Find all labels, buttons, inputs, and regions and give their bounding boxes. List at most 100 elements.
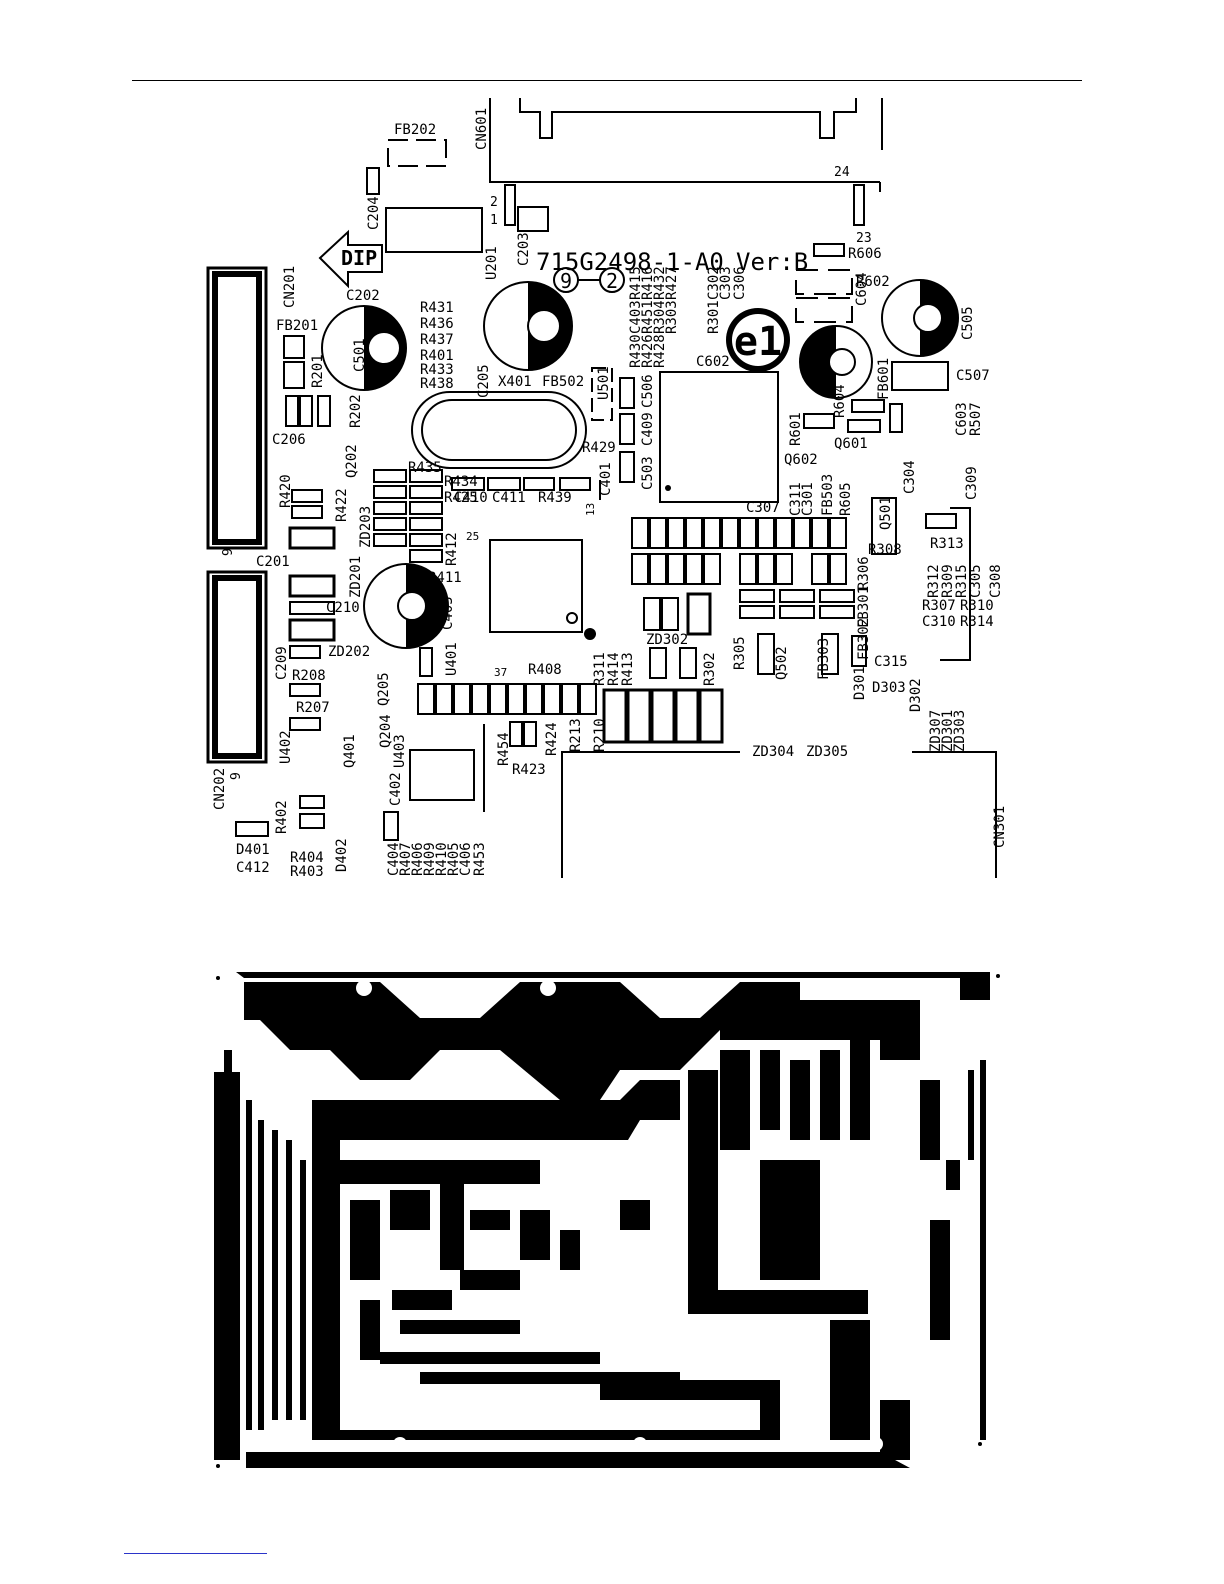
ref-label-r401: R401 bbox=[420, 348, 454, 364]
pin-9-upper: 9 bbox=[221, 548, 236, 556]
ref-label-r406: R406 bbox=[410, 842, 426, 876]
cn201-outline bbox=[206, 266, 268, 550]
ref-label-r411: R411 bbox=[428, 570, 462, 586]
svg-text:e1: e1 bbox=[734, 319, 782, 365]
ref-label-c206: C206 bbox=[272, 432, 306, 448]
cn202-outline bbox=[206, 570, 268, 764]
ref-label-c203: C203 bbox=[516, 232, 532, 266]
cn202-label: CN202 bbox=[212, 768, 228, 810]
ref-label-r605: R605 bbox=[838, 482, 854, 516]
ref-label-r606: R606 bbox=[848, 246, 882, 262]
ref-label-fb503: FB503 bbox=[820, 474, 836, 516]
cn201-label: CN201 bbox=[282, 266, 298, 308]
ref-label-c410: C410 bbox=[454, 490, 488, 506]
ref-label-c411: C411 bbox=[492, 490, 526, 506]
ref-label-r414: R414 bbox=[606, 652, 622, 686]
ref-label-c308: C308 bbox=[988, 564, 1004, 598]
ref-label-r311: R311 bbox=[592, 652, 608, 686]
ref-label-fb302: FB302 bbox=[856, 618, 872, 660]
cn601-label: CN601 bbox=[474, 108, 490, 150]
reference-labels: FB202 C202 FB201 C206 C201 C210 R411 ZD2… bbox=[236, 122, 994, 880]
ref-label-q401: Q401 bbox=[342, 734, 358, 768]
header-rule bbox=[132, 80, 1082, 81]
ref-label-r412: R412 bbox=[444, 532, 460, 566]
ref-label-r437: R437 bbox=[420, 332, 454, 348]
ref-label-zd304: ZD304 bbox=[752, 744, 794, 760]
ref-label-u402: U402 bbox=[278, 730, 294, 764]
ref-label-r301: R301 bbox=[706, 300, 722, 334]
ref-label-r306: R306 bbox=[856, 556, 872, 590]
ref-label-r454: R454 bbox=[496, 732, 512, 766]
ref-label-c404: C404 bbox=[386, 842, 402, 876]
ref-label-c202: C202 bbox=[346, 288, 380, 304]
ref-label-r439: R439 bbox=[538, 490, 572, 506]
ref-label-c401: C401 bbox=[598, 462, 614, 496]
ref-label-r451: R451 bbox=[640, 300, 656, 334]
pin-1: 1 bbox=[490, 213, 498, 228]
ref-label-d301: D301 bbox=[852, 666, 868, 700]
ref-label-r601: R601 bbox=[788, 412, 804, 446]
e1-mark: e1 bbox=[726, 308, 790, 372]
ref-label-r415: R415 bbox=[628, 266, 644, 300]
ref-label-r309: R309 bbox=[940, 564, 956, 598]
svg-text:9: 9 bbox=[560, 269, 572, 293]
ref-label-fb502: FB502 bbox=[542, 374, 584, 390]
ref-label-c205: C205 bbox=[476, 364, 492, 398]
ref-label-fb202: FB202 bbox=[394, 122, 436, 138]
ref-label-r302: R302 bbox=[702, 652, 718, 686]
ref-label-r407: R407 bbox=[398, 842, 414, 876]
ref-label-r426: R426 bbox=[640, 334, 656, 368]
ref-label-r410: R410 bbox=[434, 842, 450, 876]
ref-label-r602: R602 bbox=[856, 274, 890, 290]
ref-label-r431: R431 bbox=[420, 300, 454, 316]
ref-label-c412: C412 bbox=[236, 860, 270, 876]
ref-label-r308: R308 bbox=[868, 542, 902, 558]
ref-label-c507: C507 bbox=[956, 368, 990, 384]
ref-label-r604: R604 bbox=[832, 384, 848, 418]
ref-label-c201: C201 bbox=[256, 554, 290, 570]
svg-text:2: 2 bbox=[606, 269, 618, 293]
ref-label-c209: C209 bbox=[274, 646, 290, 680]
ref-label-zd301: ZD301 bbox=[940, 710, 956, 752]
ref-label-c304: C304 bbox=[902, 460, 918, 494]
ref-label-zd203: ZD203 bbox=[358, 506, 374, 548]
ref-label-r427: R427 bbox=[664, 266, 680, 300]
ref-label-r405: R405 bbox=[446, 842, 462, 876]
ref-label-r429: R429 bbox=[582, 440, 616, 456]
ref-label-r432: R432 bbox=[652, 266, 668, 300]
ref-label-c503: C503 bbox=[640, 456, 656, 490]
ref-label-r314: R314 bbox=[960, 614, 994, 630]
circled-mark-2: 2 bbox=[599, 267, 625, 293]
ref-label-u403: U403 bbox=[392, 734, 408, 768]
ref-label-fb601: FB601 bbox=[876, 358, 892, 400]
ref-label-zd201: ZD201 bbox=[348, 556, 364, 598]
ref-label-zd302: ZD302 bbox=[646, 632, 688, 648]
ref-label-c301: C301 bbox=[800, 482, 816, 516]
ref-label-c505: C505 bbox=[960, 306, 976, 340]
silkscreen-diagram: 9 2 e1 715G2498-1-A0 Ver:B DIP CN601 CN2… bbox=[206, 98, 1008, 880]
ref-label-d303: D303 bbox=[872, 680, 906, 696]
ref-label-r201: R201 bbox=[310, 354, 326, 388]
ref-label-r436: R436 bbox=[420, 316, 454, 332]
ref-label-c309: C309 bbox=[964, 466, 980, 500]
cn301-label: CN301 bbox=[992, 806, 1008, 848]
pin-13: 13 bbox=[584, 503, 597, 516]
ref-label-zd305: ZD305 bbox=[806, 744, 848, 760]
ref-label-x401: X401 bbox=[498, 374, 532, 390]
ref-label-c307: C307 bbox=[746, 500, 780, 516]
footer-link-underline[interactable] bbox=[124, 1553, 267, 1554]
ref-label-c409: C409 bbox=[640, 412, 656, 446]
ref-label-c602: C602 bbox=[696, 354, 730, 370]
copper-layer-diagram bbox=[214, 972, 1000, 1468]
ref-label-r438: R438 bbox=[420, 376, 454, 392]
ref-label-r453: R453 bbox=[472, 842, 488, 876]
ref-label-r208: R208 bbox=[292, 668, 326, 684]
ref-label-r202: R202 bbox=[348, 394, 364, 428]
ref-label-r435: R435 bbox=[408, 460, 442, 476]
ref-label-zd202: ZD202 bbox=[328, 644, 370, 660]
ref-label-r307: R307 bbox=[922, 598, 956, 614]
ref-label-fb301: FB301 bbox=[856, 586, 872, 628]
dip-arrow bbox=[318, 229, 383, 289]
ref-label-r424: R424 bbox=[544, 722, 560, 756]
